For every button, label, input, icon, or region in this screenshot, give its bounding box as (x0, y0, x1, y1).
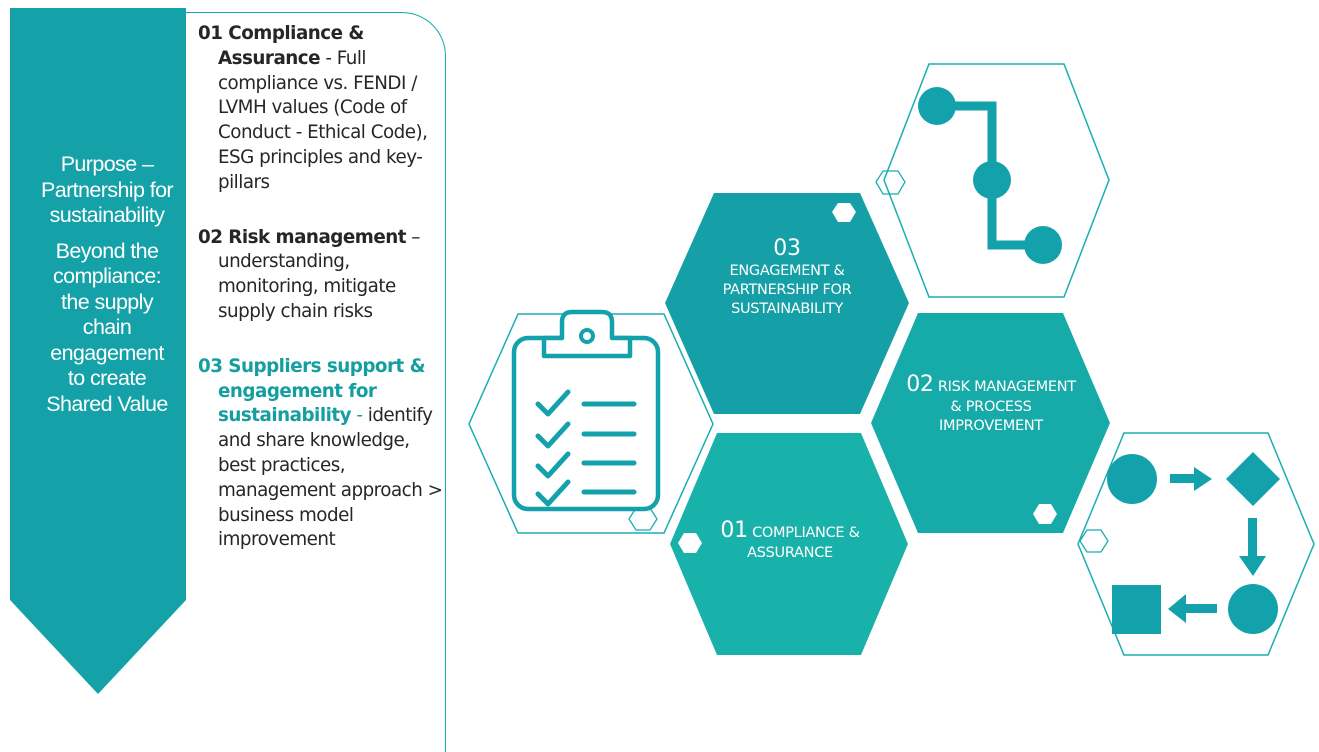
pillars-panel (184, 12, 446, 752)
pillar-description: understanding, monitoring, mitigate supp… (218, 251, 396, 322)
purpose-line: chain (82, 315, 132, 339)
small-hex-accent (678, 533, 702, 553)
process-path-hex (883, 63, 1110, 298)
purpose-text: Purpose – Partnership for sustainability… (28, 152, 186, 417)
pillar-description: compliance vs. FENDI / LVMH values (Code… (218, 72, 428, 193)
purpose-line: engagement (50, 340, 164, 365)
risk-management-label: 02 RISK MANAGEMENT & PROCESS IMPROVEMENT (900, 372, 1082, 436)
small-hex-accent (832, 203, 856, 222)
pillar-title: 03 Suppliers support & (198, 355, 426, 377)
risk-number: 02 (906, 372, 934, 397)
pillar-dash: - (351, 405, 363, 427)
purpose-banner (10, 8, 186, 694)
engagement-number: 03 (773, 236, 801, 261)
purpose-line: the supply (60, 289, 154, 314)
engagement-text: ENGAGEMENT & PARTNERSHIP FOR SUSTAINABIL… (722, 263, 852, 317)
pillar-title: 02 Risk management (198, 226, 406, 248)
purpose-line: Shared Value (46, 391, 168, 416)
pillar-item-compliance: 01 Compliance & Assurance - Full complia… (198, 22, 443, 196)
purpose-line: compliance: (52, 264, 162, 288)
risk-management-hex (871, 313, 1110, 533)
risk-text: RISK MANAGEMENT & PROCESS IMPROVEMENT (937, 379, 1076, 434)
pillar-title-cont: engagement for sustainability (218, 380, 377, 427)
engagement-hex (665, 193, 909, 414)
clipboard-checklist-icon (511, 309, 661, 512)
purpose-line: sustainability (49, 203, 165, 227)
pillar-item-risk: 02 Risk management – understanding, moni… (198, 226, 443, 325)
small-hex-outline (875, 170, 906, 195)
clipboard-hex (468, 313, 714, 534)
small-hex-outline (1079, 529, 1109, 553)
compliance-label: 01 COMPLIANCE & ASSURANCE (705, 518, 875, 563)
process-flow-hex (1077, 432, 1315, 656)
engagement-label: 03 ENGAGEMENT & PARTNERSHIP FOR SUSTAINA… (697, 236, 877, 319)
pillar-title-cont: Assurance (218, 47, 321, 69)
compliance-hex (670, 433, 908, 655)
small-hex-outline (628, 507, 658, 531)
pillar-dash: - Full (320, 47, 367, 69)
process-path-icon (918, 87, 1062, 264)
purpose-line: Partnership for (40, 177, 174, 202)
small-hex-accent (1033, 504, 1057, 524)
purpose-heading: Purpose – (60, 152, 154, 176)
pillar-dash: – (405, 226, 420, 248)
process-flow-icon (1107, 452, 1280, 634)
purpose-line: to create (67, 366, 147, 390)
purpose-line: Beyond the (55, 238, 159, 263)
pillar-description: identify and share knowledge, best pract… (218, 405, 443, 551)
pillar-title: 01 Compliance & (198, 23, 364, 44)
compliance-number: 01 (720, 518, 748, 543)
pillar-item-suppliers: 03 Suppliers support & engagement for su… (198, 355, 443, 553)
compliance-text: COMPLIANCE & ASSURANCE (747, 525, 860, 561)
pillars-list: 01 Compliance & Assurance - Full complia… (198, 22, 443, 583)
